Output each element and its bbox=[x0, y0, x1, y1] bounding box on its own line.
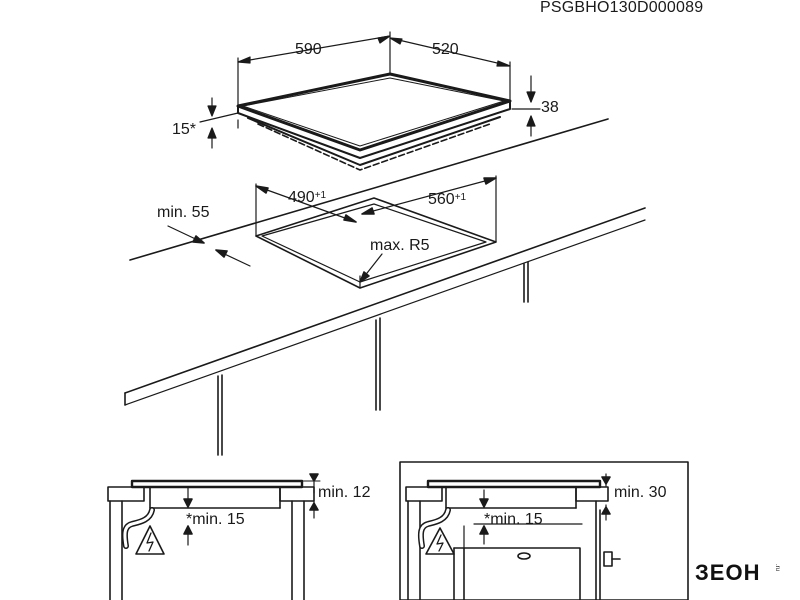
cutout-depth-tolerance: +1 bbox=[454, 192, 467, 203]
dimension-520 bbox=[389, 37, 511, 102]
zeon-logo-subtitle: .ru bbox=[774, 564, 780, 572]
dim-depth-label: 520 bbox=[432, 41, 459, 58]
worktop-drawing bbox=[124, 118, 646, 456]
corner-radius-label: max. R5 bbox=[370, 237, 430, 254]
dim-cutout-width-label: 490+1 bbox=[288, 190, 326, 206]
dim-frame-label: 15* bbox=[172, 121, 197, 138]
detail-left bbox=[107, 473, 321, 600]
dimension-590 bbox=[237, 31, 391, 107]
dimension-38 bbox=[511, 75, 541, 137]
hob-drawing bbox=[236, 72, 512, 171]
dim-height-label: 38 bbox=[541, 99, 559, 116]
left-bottom-gap-label: *min. 15 bbox=[186, 511, 245, 528]
dimension-15 bbox=[199, 97, 239, 149]
cutout-depth-value: 560 bbox=[428, 191, 455, 208]
detail-right bbox=[399, 461, 689, 600]
right-bottom-gap-label: *min. 15 bbox=[484, 511, 543, 528]
right-top-gap-label: min. 30 bbox=[614, 484, 667, 501]
document-code: PSGBHO130D000089 bbox=[540, 0, 704, 16]
zeon-logo: ЗЕОН bbox=[695, 560, 761, 585]
dim-width-label: 590 bbox=[295, 41, 322, 58]
cutout-drawing bbox=[167, 175, 497, 289]
cutout-width-tolerance: +1 bbox=[314, 190, 327, 201]
dim-cutout-depth-label: 560+1 bbox=[428, 192, 466, 208]
cutout-width-value: 490 bbox=[288, 189, 315, 206]
edge-distance-label: min. 55 bbox=[157, 204, 210, 221]
left-top-gap-label: min. 12 bbox=[318, 484, 371, 501]
